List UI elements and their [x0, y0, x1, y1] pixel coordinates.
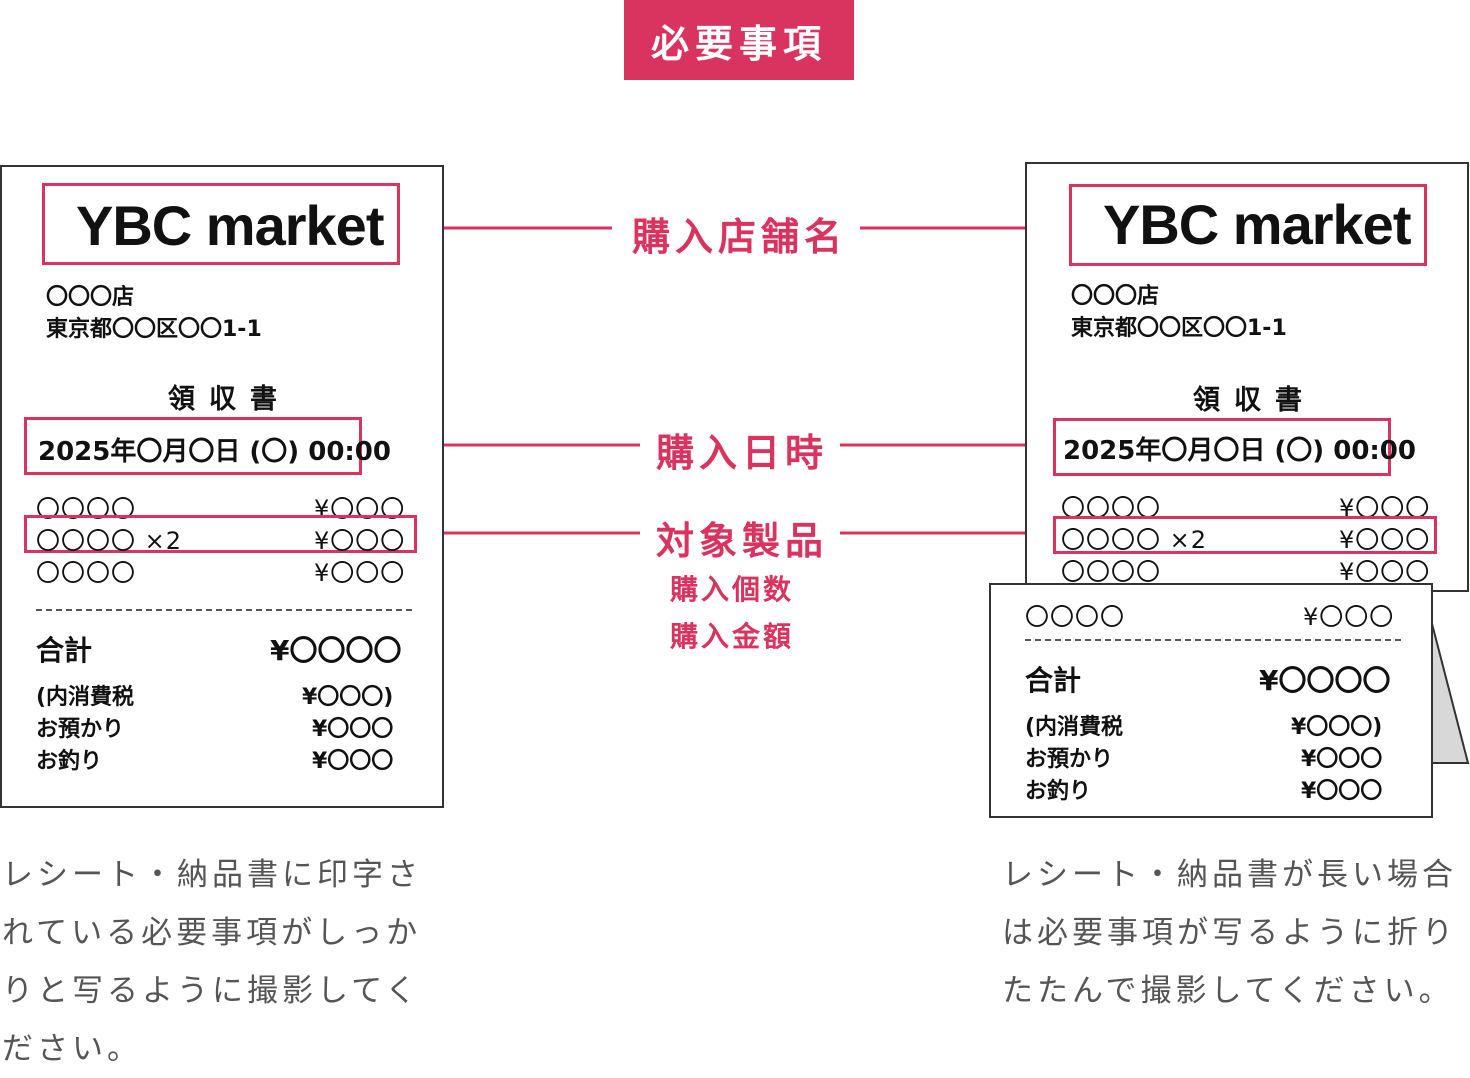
receipt-title: 領収書	[168, 384, 291, 415]
receipt-folded-bottom: 〇〇〇〇 ¥〇〇〇 合計 ¥〇〇〇〇 (内消費税 ¥〇〇〇) お預かり ¥〇〇〇…	[989, 583, 1433, 818]
store-name: YBC market	[76, 194, 384, 257]
total-label: 合計	[1025, 664, 1082, 697]
total-label: 合計	[36, 634, 93, 667]
store-name-highlight	[42, 183, 400, 265]
receipt-title: 領収書	[1193, 385, 1316, 416]
tax-label: (内消費税	[1025, 715, 1124, 740]
caption-left: レシート・納品書に印字されている必要事項がしっかりと写るように撮影してください。	[2, 857, 422, 1067]
change-value: ¥〇〇〇	[1301, 779, 1383, 804]
label-purchase-datetime: 購入日時	[656, 431, 829, 475]
deposit-label: お預かり	[1025, 747, 1114, 772]
divider	[36, 609, 412, 611]
item-name: 〇〇〇〇 ×2	[1061, 526, 1208, 554]
item-name: 〇〇〇〇	[1025, 603, 1125, 631]
store-address: 東京都〇〇区〇〇1-1	[46, 317, 262, 342]
datetime-highlight	[1053, 418, 1391, 476]
tax-value: ¥〇〇〇)	[302, 685, 394, 710]
total-value: ¥〇〇〇〇	[270, 634, 402, 667]
receipt-folded-top: YBC market 〇〇〇店 東京都〇〇区〇〇1-1 領収書 2025年〇月〇…	[1025, 162, 1469, 592]
store-branch: 〇〇〇店	[1071, 284, 1160, 309]
label-store-name: 購入店舗名	[632, 215, 848, 259]
change-label: お釣り	[1025, 779, 1092, 804]
deposit-value: ¥〇〇〇	[312, 717, 394, 742]
store-address: 東京都〇〇区〇〇1-1	[1071, 316, 1287, 341]
datetime-highlight	[24, 417, 362, 475]
item-price: ¥〇〇〇	[314, 559, 406, 587]
item-name: 〇〇〇〇	[36, 559, 136, 587]
product-highlight	[24, 515, 417, 553]
item-price: ¥〇〇〇	[314, 495, 406, 523]
receipt-full: YBC market 〇〇〇店 東京都〇〇区〇〇1-1 領収書 2025年〇月〇…	[0, 165, 444, 808]
product-highlight	[1053, 516, 1437, 554]
label-purchase-quantity: 購入個数	[670, 573, 795, 606]
store-name-highlight	[1069, 184, 1427, 266]
store-branch: 〇〇〇店	[46, 285, 135, 310]
store-name: YBC market	[1103, 193, 1411, 256]
deposit-value: ¥〇〇〇	[1301, 747, 1383, 772]
change-label: お釣り	[36, 749, 103, 774]
item-name: 〇〇〇〇	[1061, 558, 1161, 586]
item-name: 〇〇〇〇	[36, 495, 136, 523]
purchase-datetime: 2025年〇月〇日 (〇) 00:00	[38, 437, 391, 467]
purchase-datetime: 2025年〇月〇日 (〇) 00:00	[1063, 436, 1416, 466]
item-price: ¥〇〇〇	[1303, 603, 1395, 631]
deposit-label: お預かり	[36, 717, 125, 742]
item-price: ¥〇〇〇	[1339, 558, 1431, 586]
required-items-badge: 必要事項	[624, 0, 854, 80]
tax-value: ¥〇〇〇)	[1291, 715, 1383, 740]
item-price: ¥〇〇〇	[1339, 526, 1431, 554]
total-value: ¥〇〇〇〇	[1259, 664, 1391, 697]
item-price: ¥〇〇〇	[314, 527, 406, 555]
divider	[1025, 639, 1401, 641]
label-purchase-amount: 購入金額	[670, 620, 795, 653]
change-value: ¥〇〇〇	[312, 749, 394, 774]
caption-right: レシート・納品書が長い場合は必要事項が写るように折りたたんで撮影してください。	[1002, 857, 1457, 1009]
item-name: 〇〇〇〇 ×2	[36, 527, 183, 555]
tax-label: (内消費税	[36, 685, 135, 710]
label-target-product: 対象製品	[656, 519, 829, 563]
